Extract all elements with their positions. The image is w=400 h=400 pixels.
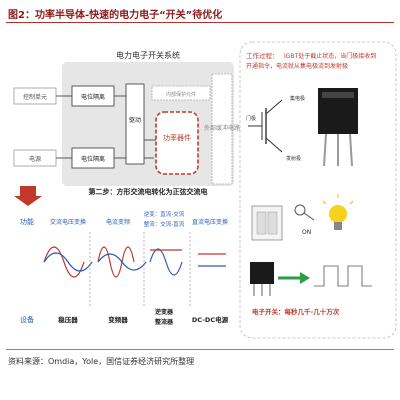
collector-label: 集电极 [290,95,305,102]
power-source-label: 电源 [29,155,41,163]
emitter-label: 发射极 [286,155,301,162]
isolation-label-bottom: 电位隔离 [81,155,105,163]
working-process-heading: 工作过程： [246,51,279,60]
sine-wave-red-2 [97,246,135,278]
waveform-group [43,232,226,308]
source-rule [6,349,394,350]
function-row-label: 功能 [20,217,34,226]
driver-box [125,83,145,165]
sine-wave-blue-1 [43,252,93,272]
isolation-label-top: 电位隔离 [81,93,105,101]
igbt-module-icon [318,88,358,167]
device-item-3: DC-DC电源 [192,315,229,324]
figure-title: 图2：功率半导体-快速的电力电子“开关”待优化 [8,10,223,21]
power-device-label: 功率器件 [163,133,191,142]
function-item-2a: 逆变：直流-交流 [144,210,185,218]
sine-wave-blue-3 [149,248,183,276]
down-arrow-icon [14,186,42,206]
wall-switch-icon [251,205,283,241]
working-process-line1: IGBT处于截止状态，当门极接收到 [284,52,376,60]
device-item-2b: 整流器 [154,318,174,326]
system-title: 电力电子开关系统 [116,50,180,60]
igbt-symbol-icon [248,99,283,153]
title-rule [6,22,394,23]
function-item-3: 直流电压变换 [192,218,228,226]
internal-monitor-label: 内部保护元件 [166,91,196,98]
igbt-chip-icon [250,262,274,296]
internal-monitor-box [151,85,211,101]
sine-wave-blue-2 [97,253,147,271]
power-device-box [155,111,199,175]
device-item-2a: 逆变器 [155,308,174,316]
device-row-label: 设备 [20,315,34,324]
device-item-1: 变频器 [108,315,128,324]
switch-frequency: 电子开关：每秒几千-几十万次 [252,307,340,316]
step-two-label: 第二步：方形交流电转化为正弦交流电 [89,187,208,196]
driver-label: 驱动 [129,117,141,124]
gate-label: 门极 [246,115,256,122]
device-item-0: 稳压器 [58,315,78,324]
sine-wave-red-1 [43,246,85,278]
square-wave [314,265,372,287]
function-item-1: 电流变频 [106,218,130,226]
external-circuit-box [211,73,233,185]
external-circuit-label: 外部缓冲电路 [204,124,240,132]
function-item-2b: 整流：交流-直流 [144,220,185,228]
function-item-0: 交流电压变换 [50,218,86,226]
switch-on-label: ON [302,229,311,236]
working-process-line2: 开通指令，电流就从集电极流到发射极 [246,62,348,70]
control-unit-label: 控制单元 [23,93,47,101]
right-panel [239,41,397,339]
light-bulb-icon [322,194,354,230]
source-note: 资料来源：Omdia，Yole，国信证券经济研究所整理 [8,357,195,366]
switch-key-icon [294,204,315,221]
